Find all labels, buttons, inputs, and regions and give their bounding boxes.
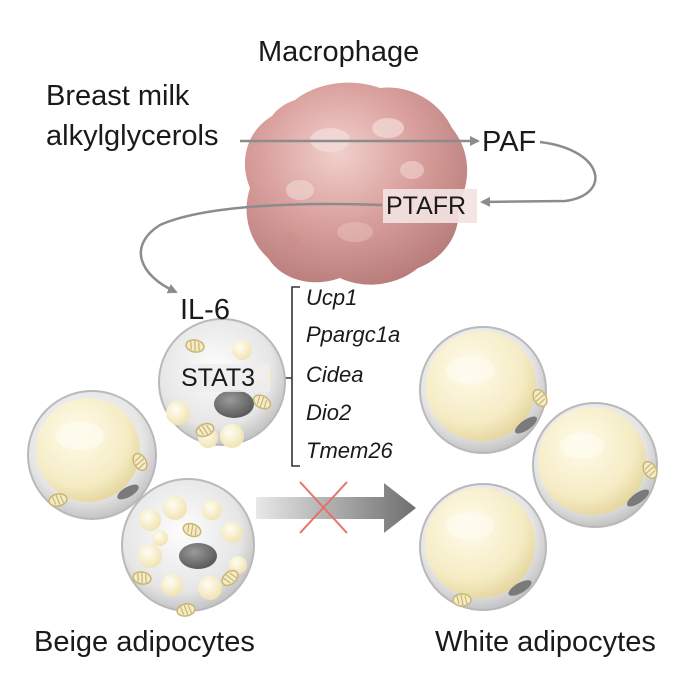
blocked-transition-arrow [256, 481, 416, 534]
ptafr-label: PTAFR [386, 192, 467, 220]
macrophage-label: Macrophage [258, 36, 420, 68]
source-label-line2: alkylglycerols [46, 120, 219, 152]
il6-label: IL-6 [180, 294, 230, 326]
pathway-arrows [139, 136, 597, 294]
macrophage-cell [244, 82, 468, 285]
white-adipocyte-top [419, 326, 551, 454]
paf-label: PAF [482, 126, 537, 158]
gene-tmem26: Tmem26 [306, 438, 393, 463]
white-adipocyte-bottom [419, 483, 547, 611]
stat3-label: STAT3 [181, 364, 256, 392]
beige-adipocyte-left [27, 390, 157, 520]
gene-dio2: Dio2 [306, 400, 352, 425]
block-x-icon [299, 481, 348, 534]
beige-adipocytes-label: Beige adipocytes [34, 626, 255, 658]
ptafr-box [383, 189, 477, 223]
gene-ucp1: Ucp1 [306, 285, 358, 310]
white-adipocytes-label: White adipocytes [435, 626, 656, 658]
arrow-ptafr-to-il6 [139, 202, 383, 294]
beige-adipocyte-bottom [121, 478, 255, 619]
arrow-paf-to-ptafr [480, 140, 597, 207]
gene-ppargc1a: Ppargc1a [306, 322, 401, 347]
gene-cidea: Cidea [306, 362, 364, 387]
source-label-line1: Breast milk [46, 80, 190, 112]
beige-adipocyte-signaling [158, 318, 286, 448]
white-adipocyte-right [532, 402, 661, 528]
